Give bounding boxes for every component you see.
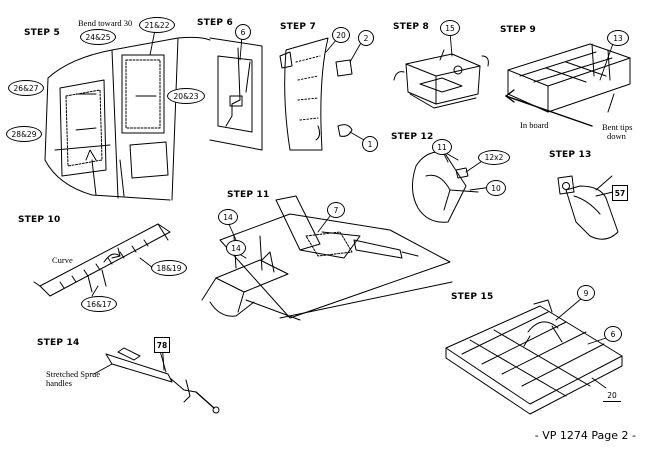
step-7-label: STEP 7 — [280, 22, 316, 32]
note-bent-tips-line2: down — [607, 131, 626, 141]
step-15-label: STEP 15 — [451, 292, 494, 302]
step-12-label: STEP 12 — [391, 132, 434, 142]
step10-drawing — [33, 223, 171, 297]
callout-6b: 6 — [604, 326, 622, 342]
step-10-label: STEP 10 — [18, 215, 61, 225]
step12-drawing — [412, 151, 479, 223]
note-stretched-sprue: Stretched Sprue — [46, 369, 101, 379]
callout-78: 78 — [154, 337, 170, 353]
callout-28-29: 28&29 — [6, 126, 42, 142]
callout-14-lower: 14 — [226, 240, 246, 256]
callout-13: 13 — [607, 30, 629, 46]
callout-20: 20 — [332, 27, 350, 43]
note-bent-tips: Bent tips — [602, 122, 633, 132]
callout-2: 2 — [358, 30, 374, 46]
step-13-label: STEP 13 — [549, 150, 592, 160]
callout-12x2: 12x2 — [478, 150, 510, 165]
callout-10: 10 — [486, 180, 506, 196]
step-5-label: STEP 5 — [24, 28, 60, 38]
step5-drawing — [44, 36, 211, 201]
step6-drawing — [209, 37, 263, 151]
step9-drawing — [505, 43, 631, 127]
step15-drawing — [445, 299, 623, 415]
step-8-label: STEP 8 — [393, 22, 429, 32]
callout-16-17: 16&17 — [81, 296, 117, 312]
callout-21-22: 21&22 — [139, 17, 175, 33]
callout-1: 1 — [362, 136, 378, 152]
note-curve: Curve — [52, 255, 73, 265]
callout-26-27: 26&27 — [8, 80, 44, 96]
callout-11: 11 — [432, 139, 452, 155]
callout-9: 9 — [577, 285, 595, 301]
note-in-board: In board — [520, 120, 549, 130]
callout-20b: 20 — [603, 389, 621, 402]
step13-drawing — [557, 175, 619, 240]
callout-15: 15 — [440, 20, 460, 36]
callout-20-23: 20&23 — [167, 88, 205, 104]
callout-57: 57 — [612, 185, 628, 201]
step-6-label: STEP 6 — [197, 18, 233, 28]
step11-drawing — [201, 195, 453, 321]
callout-24-25: 24&25 — [80, 29, 116, 45]
note-bend-toward: Bend toward 30 — [78, 18, 133, 28]
step8-drawing — [393, 49, 489, 109]
callout-6: 6 — [235, 24, 251, 40]
step-11-label: STEP 11 — [227, 190, 270, 200]
callout-14-upper: 14 — [218, 209, 238, 225]
callout-18-19: 18&19 — [151, 260, 187, 276]
callout-7: 7 — [327, 202, 345, 218]
page-footer: - VP 1274 Page 2 - — [534, 429, 636, 442]
step7-drawing — [279, 37, 353, 151]
note-stretched-sprue-line2: handles — [46, 378, 72, 388]
step-9-label: STEP 9 — [500, 25, 536, 35]
leader-lines — [75, 29, 616, 389]
step-14-label: STEP 14 — [37, 338, 80, 348]
